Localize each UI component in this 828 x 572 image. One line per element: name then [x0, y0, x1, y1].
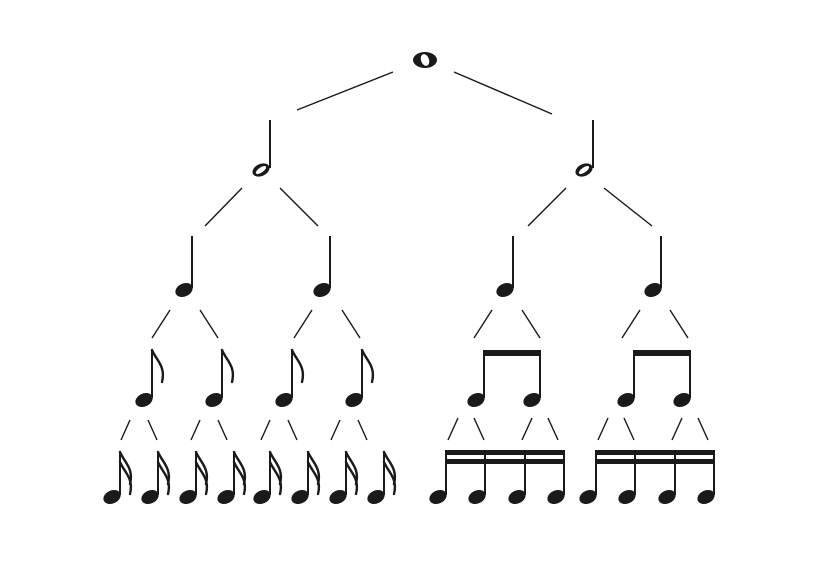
- tree-branch: [330, 419, 341, 441]
- tree-branch: [190, 419, 201, 441]
- sixteenth-note-icon: [253, 450, 283, 505]
- sixteenth-note-icon: [179, 450, 209, 505]
- sixteenth-note-icon: [508, 450, 526, 505]
- tree-branch: [671, 417, 683, 441]
- sixteenth-note-icon: [579, 450, 597, 505]
- sixteenth-note-icon: [103, 450, 133, 505]
- sixteenth-note-icon: [141, 450, 171, 505]
- tree-branch: [199, 309, 219, 339]
- tree-branch: [473, 417, 485, 441]
- eighth-note-icon: [523, 351, 541, 408]
- beamed-sixteenth-group: [429, 450, 565, 505]
- tree-branch: [151, 309, 171, 339]
- quarter-note-icon: [175, 236, 193, 298]
- tree-branch: [120, 419, 131, 441]
- beamed-eighth-pair: [467, 350, 541, 408]
- beam: [595, 459, 715, 464]
- tree-branch: [447, 417, 459, 441]
- sixteenth-note-icon: [618, 450, 636, 505]
- tree-branch: [260, 419, 271, 441]
- eighth-note-icon: [345, 348, 375, 408]
- beam: [445, 459, 565, 464]
- tree-branch: [147, 419, 158, 441]
- sixteenth-note-icon: [367, 450, 397, 505]
- tree-branch: [279, 187, 319, 227]
- sixteenth-note-icon: [291, 450, 321, 505]
- whole-note-icon: [413, 52, 437, 68]
- tree-branch: [697, 417, 709, 441]
- sixteenth-note-icon: [217, 450, 247, 505]
- eighth-note-icon: [135, 348, 165, 408]
- tree-branch: [473, 309, 493, 339]
- eighth-note-icon: [205, 348, 235, 408]
- tree-branch: [547, 417, 559, 441]
- quarter-note-icon: [496, 236, 514, 298]
- beam: [633, 350, 691, 356]
- quarter-note-icon: [313, 236, 331, 298]
- tree-branch: [217, 419, 228, 441]
- quarter-note-icon: [644, 236, 662, 298]
- sixteenth-note-icon: [468, 450, 486, 505]
- sixteenth-note-icon: [697, 450, 715, 505]
- beam: [445, 450, 565, 455]
- sixteenth-note-icon: [429, 450, 447, 505]
- half-note-icon: [575, 120, 594, 177]
- eighth-note-icon: [673, 351, 691, 408]
- tree-branch: [521, 417, 533, 441]
- beamed-sixteenth-group: [579, 450, 715, 505]
- beamed-eighth-pair: [617, 350, 691, 408]
- tree-branch: [453, 71, 553, 115]
- tree-branch: [357, 419, 368, 441]
- tree-branch: [341, 309, 361, 339]
- sixteenth-note-icon: [658, 450, 676, 505]
- half-note-icon: [252, 120, 271, 177]
- tree-branch: [597, 417, 609, 441]
- tree-branch: [521, 309, 541, 339]
- eighth-note-icon: [467, 351, 485, 408]
- eighth-note-icon: [617, 351, 635, 408]
- beam: [483, 350, 541, 356]
- tree-branch: [527, 187, 567, 227]
- tree-branch: [293, 309, 313, 339]
- sixteenth-note-icon: [329, 450, 359, 505]
- tree-branch: [669, 309, 689, 339]
- tree-branch: [296, 71, 394, 111]
- sixteenth-note-icon: [547, 450, 565, 505]
- tree-branch: [287, 419, 298, 441]
- beam: [595, 450, 715, 455]
- tree-branch: [603, 187, 653, 227]
- tree-branch: [204, 187, 243, 227]
- tree-branch: [621, 309, 641, 339]
- eighth-note-icon: [275, 348, 305, 408]
- tree-branch: [623, 417, 635, 441]
